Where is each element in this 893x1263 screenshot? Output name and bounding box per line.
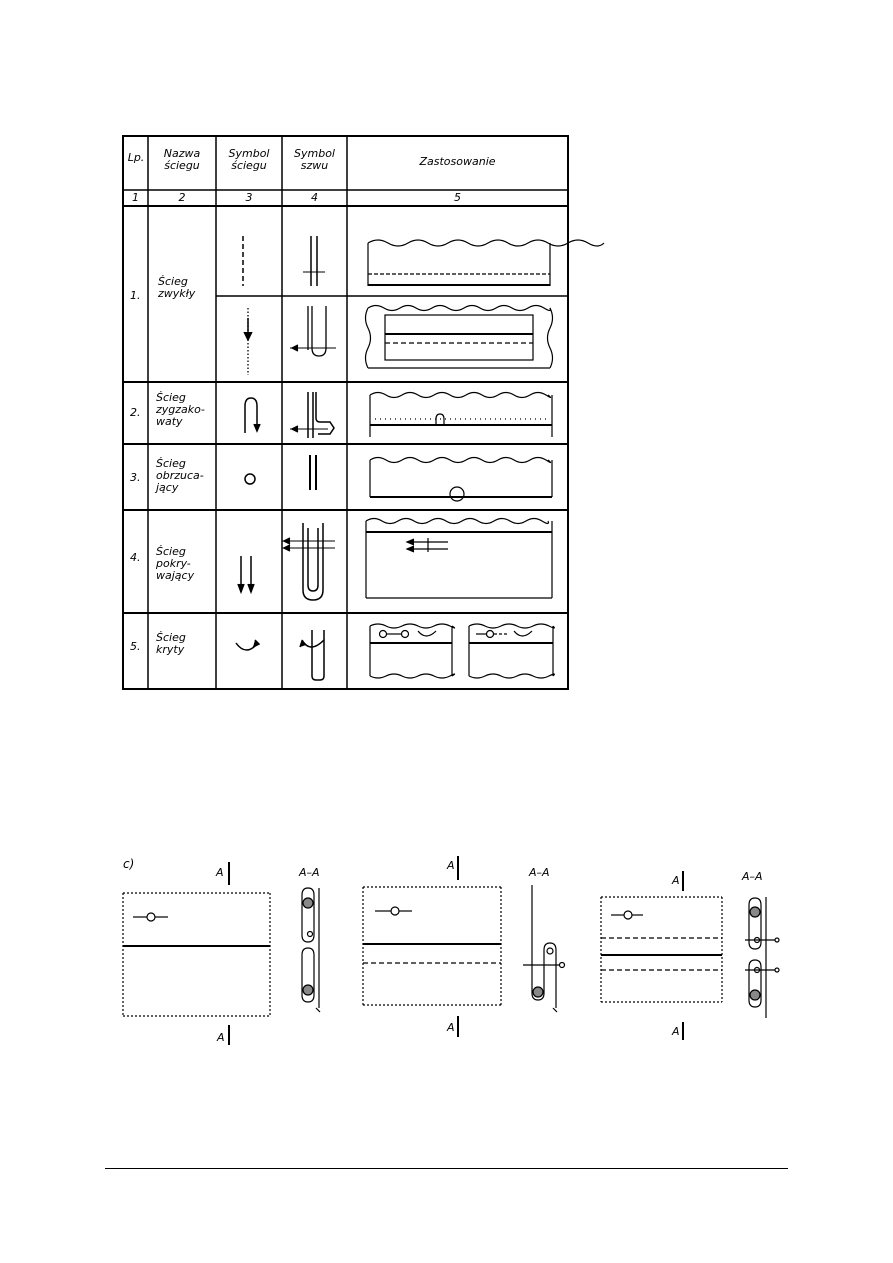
stitch-table (122, 135, 605, 690)
row-name-4-line1: Ścieg (156, 545, 186, 558)
row-name-1: Ścieg zwykły (158, 276, 195, 300)
header-seam-symbol-line2: szwu (300, 159, 329, 172)
section-mark-bottom-3: A (672, 1025, 680, 1038)
col-number-2: 2 (178, 191, 186, 204)
row-number-5: 5. (130, 640, 141, 653)
header-stitch-symbol-line2: ściegu (231, 159, 267, 172)
footer-rule (105, 1168, 788, 1169)
row-name-3: Ścieg obrzuca- jący (156, 458, 204, 494)
header-lp: Lp. (126, 152, 146, 164)
header-name-line1: Nazwa (163, 147, 201, 160)
figure-label: c) (123, 857, 135, 871)
col-number-3: 3 (245, 191, 253, 204)
row-number-1: 1. (130, 289, 141, 302)
row-name-4-line3: wający (156, 569, 195, 582)
row-name-2: Ścieg zygzako- waty (156, 392, 205, 428)
row2-illustration (369, 391, 553, 437)
row-name-4: Ścieg pokry- wający (156, 546, 194, 582)
row-number-3: 3. (130, 471, 141, 484)
header-stitch-symbol: Symbol ściegu (218, 148, 280, 172)
header-seam-symbol: Symbol szwu (284, 148, 345, 172)
row3-symbols (244, 455, 317, 490)
row1b-symbols (243, 306, 336, 375)
row-name-1-line1: Ścieg (158, 275, 188, 288)
header-name-line2: ściegu (164, 159, 200, 172)
row3-illustration (369, 456, 553, 502)
section-mark-top-1: A (216, 866, 224, 879)
col-number-4: 4 (311, 191, 318, 204)
section-mark-bottom-2: A (447, 1021, 455, 1034)
row-name-2-line2: zygzako- (156, 403, 205, 416)
row-number-4: 4. (130, 551, 141, 564)
row-name-3-line2: obrzuca- (156, 469, 204, 482)
col-number-1: 1 (132, 191, 139, 204)
row-number-2: 2. (130, 406, 141, 419)
section-mark-top-2: A (447, 859, 455, 872)
row-name-5-line1: Ścieg (156, 631, 186, 644)
section-mark-top-3: A (672, 874, 680, 887)
header-use: Zastosowanie (349, 156, 566, 168)
row1b-illustration (364, 304, 554, 369)
row1a-illustration (367, 239, 605, 286)
row4-illustration (365, 517, 553, 599)
section-label-1: A–A (299, 866, 320, 879)
section-label-3: A–A (742, 870, 763, 883)
row-name-1-line2: zwykły (158, 287, 196, 300)
header-seam-symbol-line1: Symbol (294, 147, 335, 160)
row-name-3-line3: jący (156, 481, 179, 494)
row-name-2-line1: Ścieg (156, 391, 186, 404)
header-stitch-symbol-line1: Symbol (228, 147, 270, 160)
row2-symbols (244, 392, 335, 438)
row-name-5-line2: kryty (156, 643, 185, 656)
row1a-symbols (242, 236, 325, 286)
row-name-2-line3: waty (156, 415, 183, 428)
row-name-3-line1: Ścieg (156, 457, 186, 470)
row5-illustration (369, 623, 555, 679)
header-name: Nazwa ściegu (150, 148, 214, 172)
seam-figure-c (122, 856, 780, 1045)
col-number-5: 5 (454, 191, 461, 204)
header-use-text: Zastosowanie (419, 155, 496, 168)
row5-symbols (235, 630, 325, 681)
row-name-4-line2: pokry- (156, 557, 191, 570)
row-name-5: Ścieg kryty (156, 632, 186, 656)
section-mark-bottom-1: A (217, 1031, 225, 1044)
row4-symbols (237, 523, 335, 601)
header-lp-text: Lp. (127, 151, 145, 164)
section-label-2: A–A (529, 866, 550, 879)
